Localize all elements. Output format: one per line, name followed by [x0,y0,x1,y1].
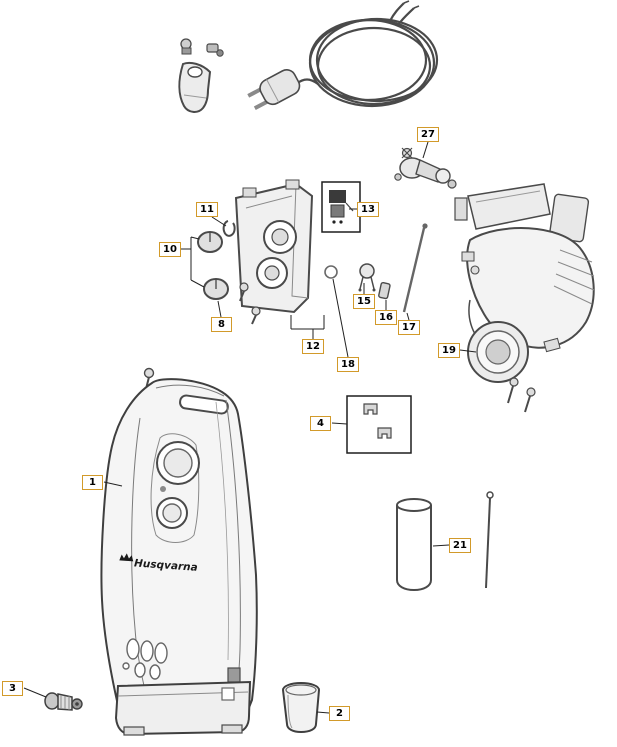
callout-10[interactable]: 10 [159,242,181,257]
leader-lines [23,141,477,714]
power-plug [247,69,301,111]
part-16 [378,281,391,300]
callout-1[interactable]: 1 [82,475,103,490]
callout-13[interactable]: 13 [357,202,379,217]
rod-17 [402,223,428,313]
callout-16[interactable]: 16 [375,310,397,325]
callout-21[interactable]: 21 [449,538,471,553]
handle-grip [178,61,212,113]
callout-12[interactable]: 12 [302,339,324,354]
brand-logo: Husqvarna [119,553,198,574]
motor-screws [507,377,536,413]
inlet-fitting-3 [44,692,83,711]
clips-box-4 [346,395,412,454]
control-panel-12 [234,179,314,325]
oring-18 [324,265,338,279]
housing-base [114,680,252,736]
housing-screw [143,367,155,390]
valve-assembly-27 [394,147,457,189]
callout-19[interactable]: 19 [438,343,460,358]
callout-15[interactable]: 15 [353,294,375,309]
cleaning-rod [485,491,494,589]
knob-10 [197,231,223,253]
callout-3[interactable]: 3 [2,681,23,696]
filter-cylinder-21 [396,498,432,592]
small-fasteners [180,38,224,57]
knob-8 [203,278,229,300]
motor-pump-19 [454,183,595,413]
vent-slots [122,638,168,680]
callout-2[interactable]: 2 [329,706,350,721]
callout-11[interactable]: 11 [196,202,218,217]
main-housing-1: Husqvarna [100,367,258,736]
callout-17[interactable]: 17 [398,320,420,335]
power-cord-coil [295,0,439,108]
callout-8[interactable]: 8 [211,317,232,332]
part-15 [358,263,376,292]
callout-27[interactable]: 27 [417,127,439,142]
nozzle-cup-2 [281,681,321,734]
panel-screws [239,282,261,325]
retainer-clip-11 [222,220,236,237]
callout-18[interactable]: 18 [337,357,359,372]
callout-4[interactable]: 4 [310,416,331,431]
brand-logo-text: Husqvarna [134,557,198,573]
switch-box-13 [321,181,361,233]
